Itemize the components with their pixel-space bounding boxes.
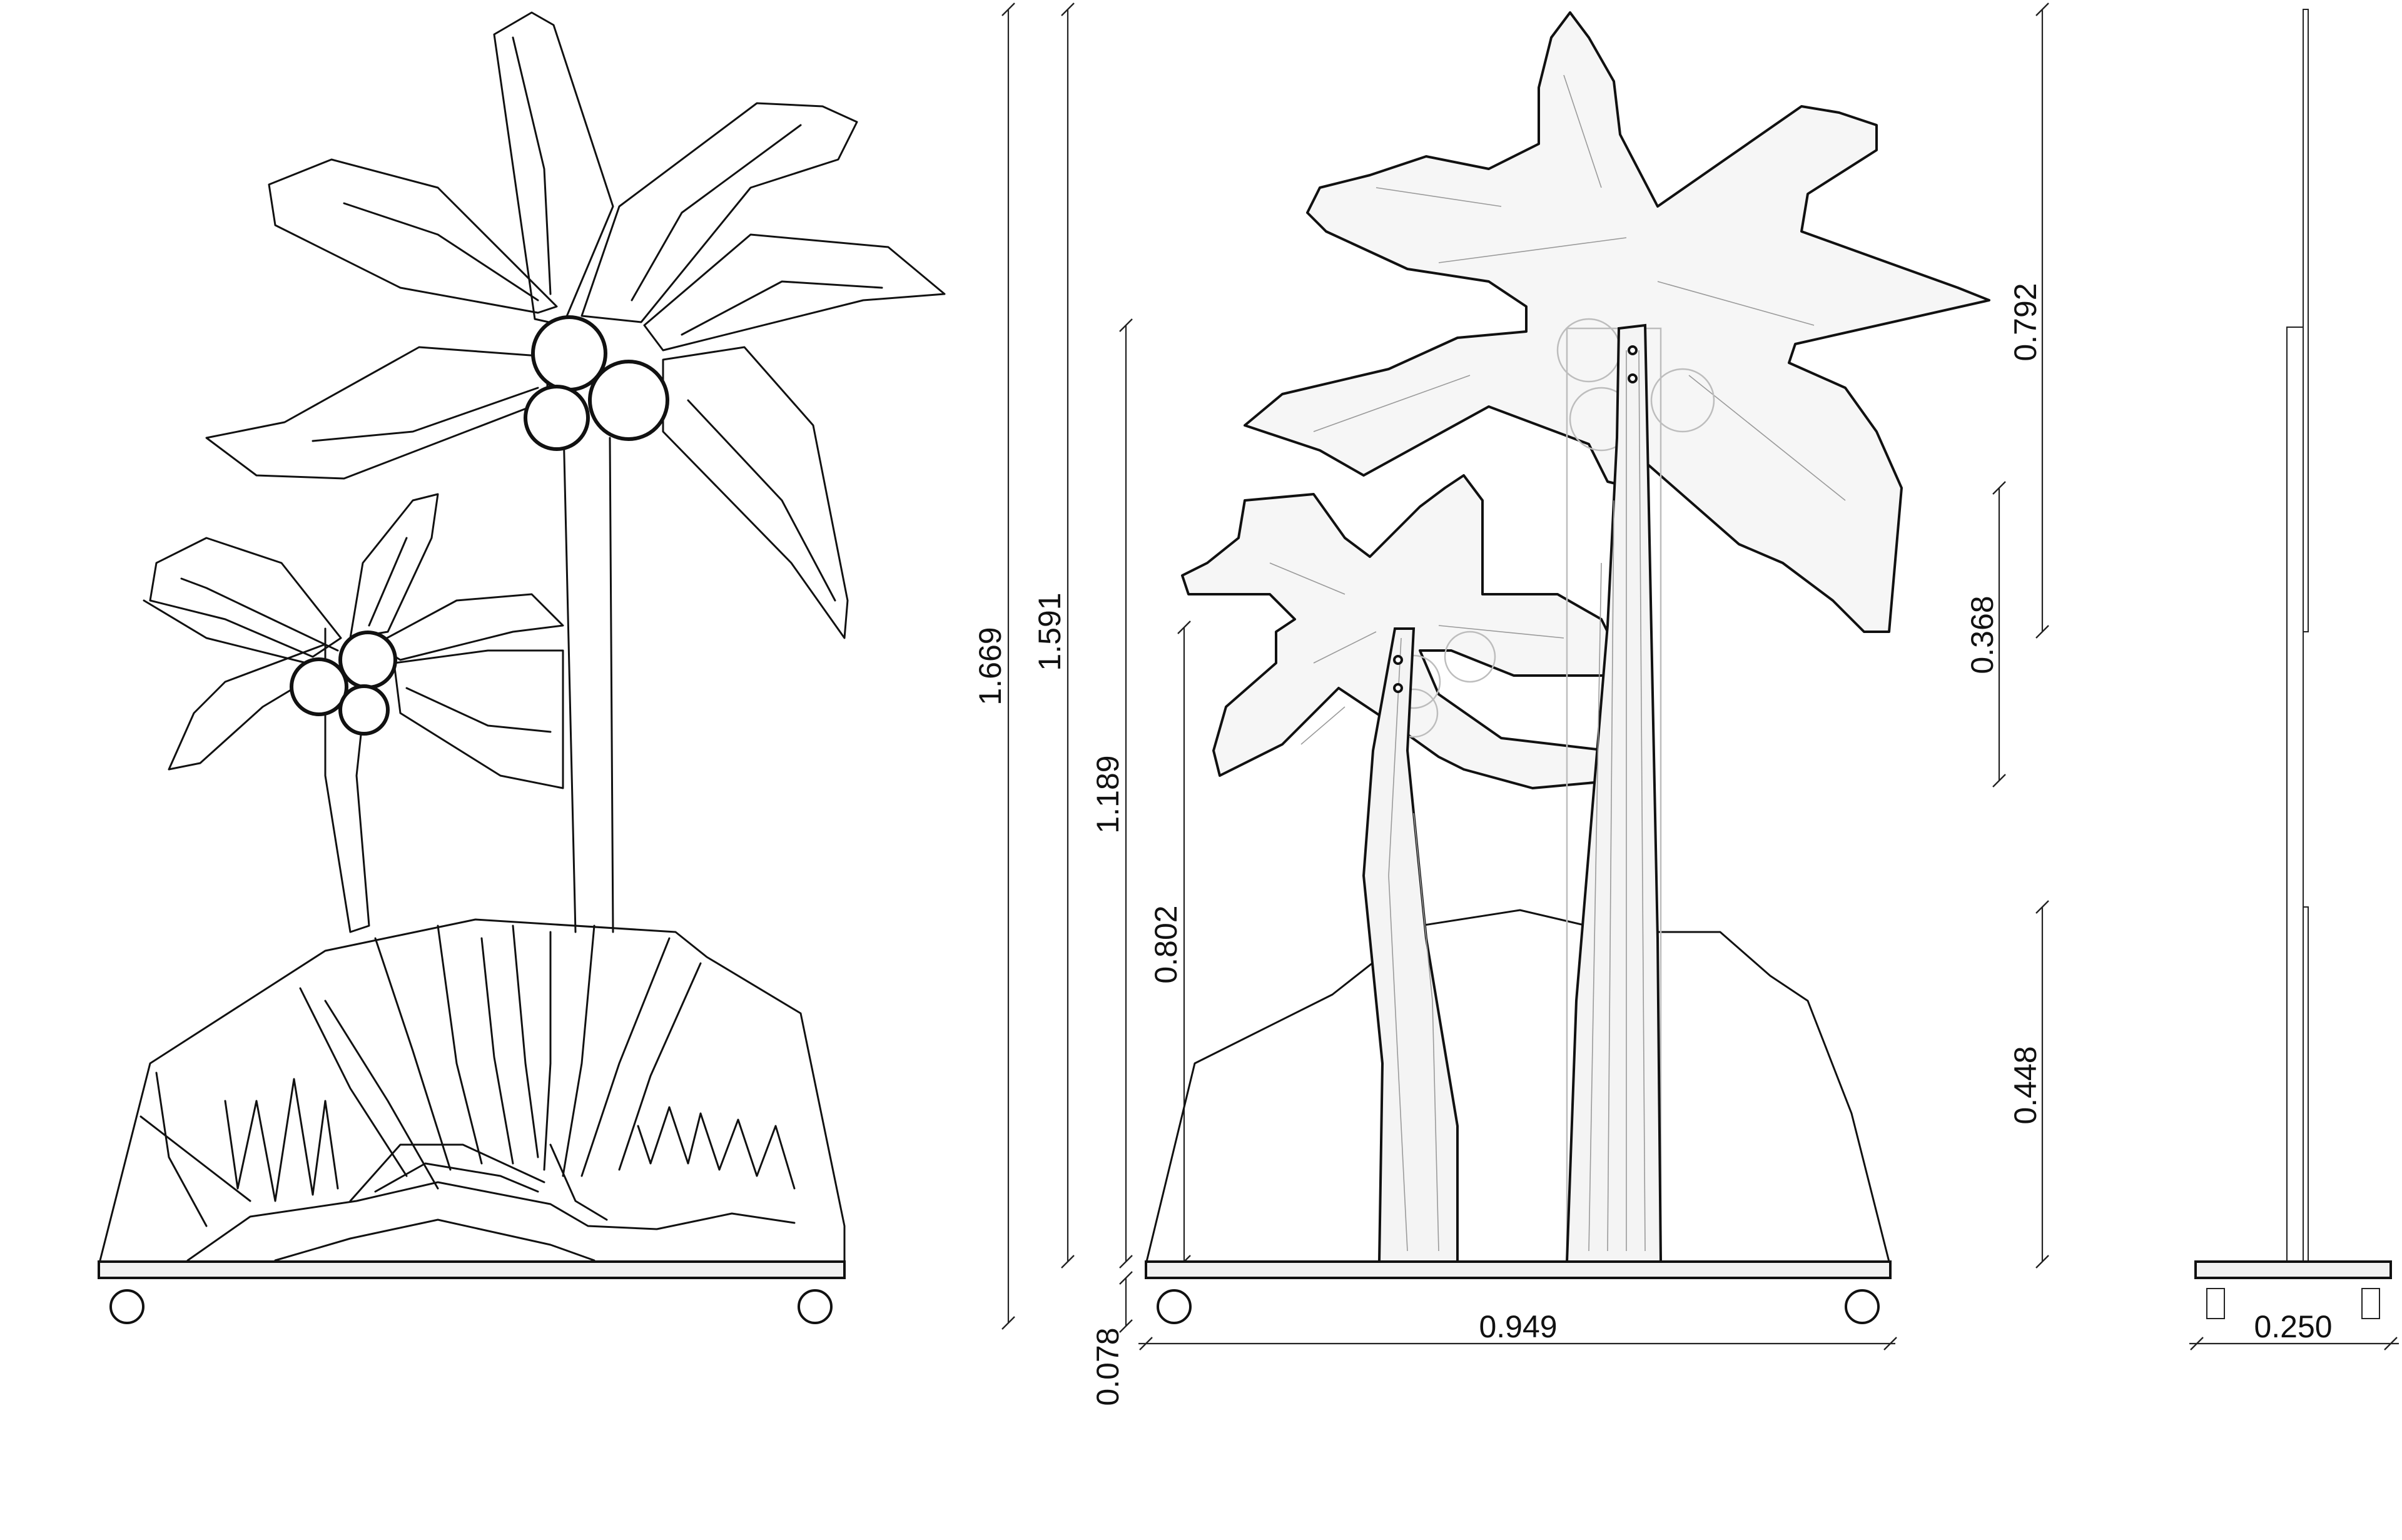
dimension-tall-tree-height: 1.591	[1032, 3, 1075, 1269]
ghost-coconut	[1650, 368, 1715, 433]
dim-label-middle-gap: 0.368	[1965, 595, 2000, 674]
dim-label-base-depth: 0.250	[2254, 1309, 2332, 1344]
side-wheel	[2361, 1288, 2380, 1319]
bolt-hole	[1393, 683, 1403, 693]
dim-label-lower-panel: 0.448	[2008, 1046, 2043, 1124]
coconut	[524, 385, 590, 451]
dim-label-tall-trunk-height: 1.189	[1090, 755, 1125, 833]
side-view	[2194, 9, 2392, 1319]
side-panel-upper	[2303, 9, 2309, 632]
dimension-base-depth: 0.250	[2189, 1309, 2399, 1350]
side-wheel	[2206, 1288, 2225, 1319]
wheel	[1845, 1289, 1880, 1324]
side-panel-lower	[2303, 906, 2309, 1262]
short-tree-fronds	[143, 493, 564, 933]
base-plank-rear	[1145, 1260, 1892, 1279]
dimension-wheel-height: 0.078	[1090, 1271, 1133, 1406]
hill-and-grass	[99, 918, 846, 1262]
dim-label-short-trunk-height: 0.802	[1148, 905, 1183, 983]
dimension-upper-panel: 0.792	[2008, 3, 2049, 639]
coconuts-tall	[524, 315, 669, 451]
hill-outline	[1145, 909, 1890, 1263]
coconut	[290, 657, 348, 716]
dim-label-base-width: 0.949	[1479, 1309, 1557, 1344]
dimension-lower-panel: 0.448	[2008, 900, 2049, 1269]
wheel	[798, 1289, 833, 1324]
dim-label-upper-panel: 0.792	[2008, 283, 2043, 361]
coconut	[588, 360, 669, 441]
dim-label-overall-height: 1.669	[973, 627, 1008, 705]
dim-label-wheel-height: 0.078	[1090, 1327, 1125, 1406]
bolt-hole	[1628, 373, 1638, 383]
rear-view	[1145, 11, 1990, 1324]
ghost-coconut	[1444, 631, 1496, 683]
side-panel-trunk	[2286, 327, 2304, 1262]
wheel	[1157, 1289, 1192, 1324]
bolt-hole	[1393, 655, 1403, 665]
coconuts-short	[290, 631, 397, 736]
tall-tree-fronds	[205, 11, 946, 933]
dimension-middle-gap: 0.368	[1965, 481, 2006, 788]
side-base-plank	[2194, 1260, 2392, 1279]
coconut	[338, 631, 397, 689]
coconut	[338, 684, 390, 736]
dimension-overall-height: 1.669	[973, 3, 1015, 1330]
dimension-tall-trunk-height: 1.189	[1090, 318, 1133, 1269]
wheel	[109, 1289, 144, 1324]
dimension-base-width: 0.949	[1138, 1309, 1897, 1350]
base-plank-front	[98, 1260, 846, 1279]
bolt-hole	[1628, 345, 1638, 355]
dim-label-tall-tree-height: 1.591	[1032, 592, 1067, 671]
front-view	[98, 11, 946, 1324]
